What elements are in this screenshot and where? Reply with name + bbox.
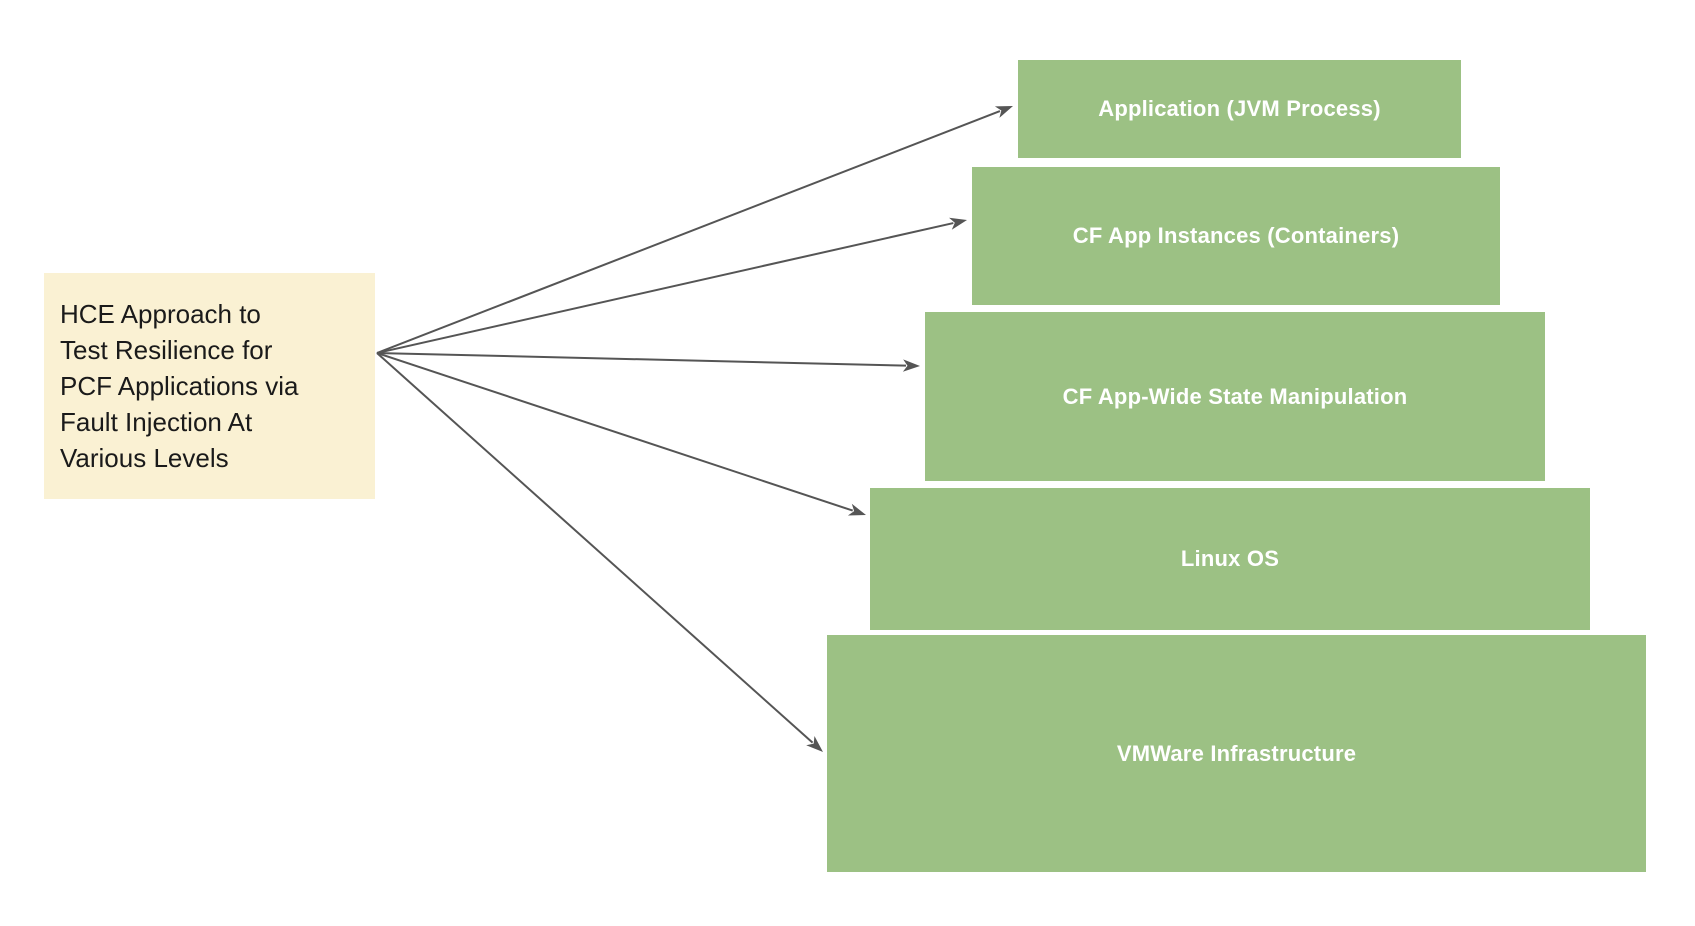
arrowhead-icon-1 <box>949 217 967 230</box>
arrowhead-icon-0 <box>994 106 1013 118</box>
source-node-label: HCE Approach to Test Resilience for PCF … <box>60 299 299 473</box>
arrowhead-icon-4 <box>806 736 823 752</box>
layer-box-linux-os[interactable]: Linux OS <box>870 488 1590 630</box>
layer-box-cf-app-instances[interactable]: CF App Instances (Containers) <box>972 167 1500 305</box>
arrow-line-3 <box>376 352 854 512</box>
layer-box-label: CF App-Wide State Manipulation <box>1062 383 1408 409</box>
arrow-line-2 <box>376 352 907 367</box>
layer-box-label: CF App Instances (Containers) <box>1072 223 1400 248</box>
arrow-line-4 <box>376 352 814 744</box>
arrowhead-icon-3 <box>847 503 866 516</box>
layer-box-cf-app-wide-state-manipulation[interactable]: CF App-Wide State Manipulation <box>925 312 1545 481</box>
layer-box-application-jvm-process[interactable]: Application (JVM Process) <box>1018 60 1461 158</box>
layer-box-label: Application (JVM Process) <box>1098 96 1381 121</box>
arrow-line-0 <box>376 110 1001 354</box>
arrowhead-icon-2 <box>902 359 920 372</box>
source-node-hce-approach[interactable]: HCE Approach to Test Resilience for PCF … <box>44 273 375 499</box>
layer-box-vmware-infrastructure[interactable]: VMWare Infrastructure <box>827 635 1646 872</box>
arrow-line-1 <box>376 222 954 354</box>
layer-box-label: Linux OS <box>1180 546 1280 571</box>
layer-box-label: VMWare Infrastructure <box>1116 740 1357 766</box>
